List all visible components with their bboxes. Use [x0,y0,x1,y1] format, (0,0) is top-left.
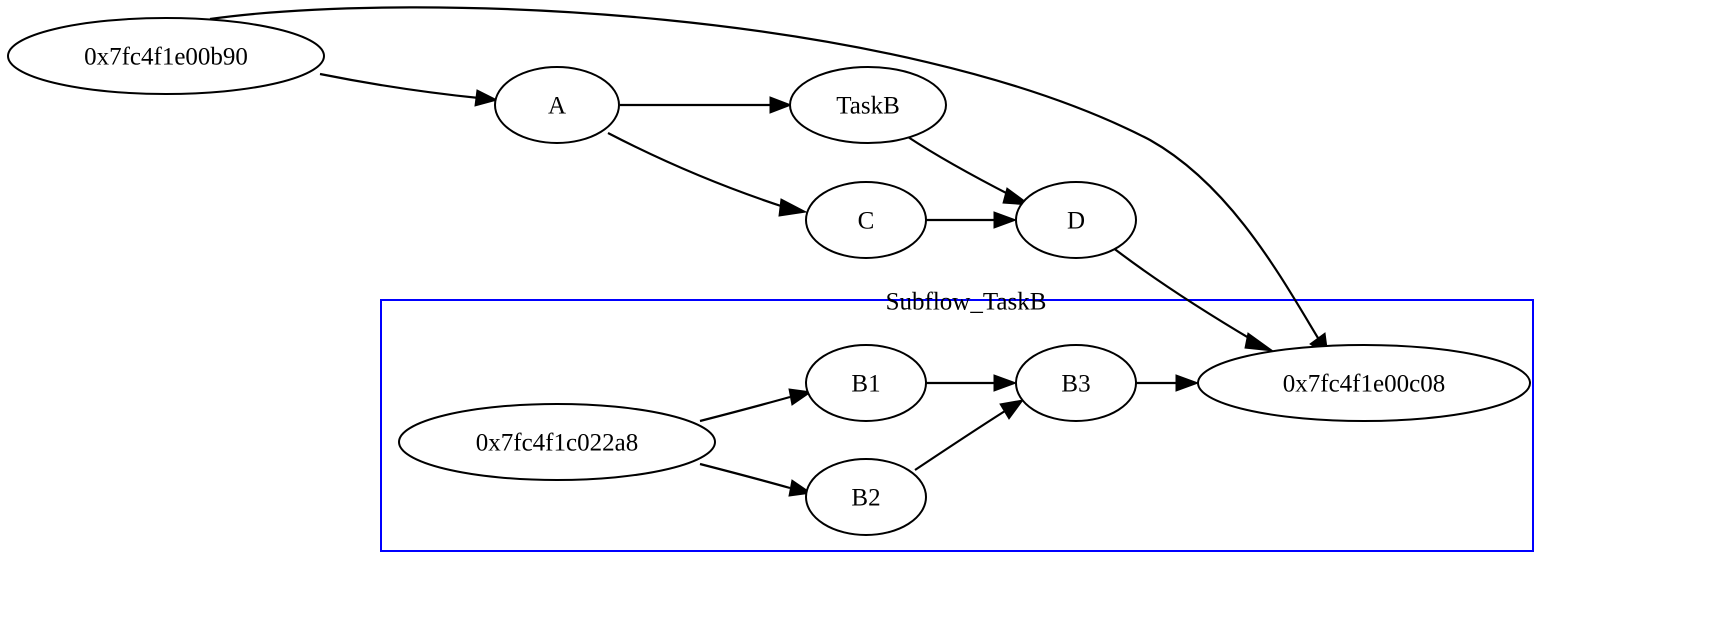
node-label: B3 [1061,371,1090,398]
edge-line [907,136,1013,197]
edge-b3-to-end [1136,374,1200,392]
edge-line [699,462,791,490]
cluster-subflow-taskb: Subflow_TaskB [380,289,1534,552]
node-sub-start[interactable]: 0x7fc4f1c022a8 [398,403,716,481]
edge-taskb-to-d [907,136,1032,206]
cluster-border [380,299,1534,552]
node-start[interactable]: 0x7fc4f1e00b90 [7,17,325,95]
edge-line [914,410,1006,471]
edge-line [1111,246,1255,342]
node-b2[interactable]: B2 [805,458,927,536]
arrowhead [474,89,499,107]
node-label: 0x7fc4f1e00c08 [1283,371,1445,398]
node-shape[interactable] [1015,344,1137,422]
node-shape[interactable] [805,458,927,536]
node-shape[interactable] [805,344,927,422]
edge-start-to-a [319,72,499,107]
arrowhead [769,96,793,114]
node-label: B1 [851,371,880,398]
node-b1[interactable]: B1 [805,344,927,422]
arrowhead [788,388,813,406]
edge-b1-to-b3 [926,374,1018,392]
node-label: C [858,208,875,235]
node-end[interactable]: 0x7fc4f1e00c08 [1197,344,1531,422]
node-label: D [1067,208,1085,235]
node-label: A [548,93,566,120]
cluster-label: Subflow_TaskB [886,289,1047,316]
node-shape[interactable] [805,181,927,259]
edge-substart-to-b1 [699,388,813,423]
arrowhead [1175,374,1200,392]
node-shape[interactable] [494,66,620,144]
node-shape[interactable] [7,17,325,95]
edge-c-to-d [926,211,1018,229]
edge-d-to-end [1111,246,1275,352]
edge-line [209,6,1319,339]
node-label: TaskB [836,93,900,120]
arrowhead [1244,332,1275,352]
node-taskb[interactable]: TaskB [789,66,947,144]
edge-substart-to-b2 [699,462,813,497]
edge-line [699,395,791,423]
node-a[interactable]: A [494,66,620,144]
node-label: B2 [851,485,880,512]
node-b3[interactable]: B3 [1015,344,1137,422]
edge-line [607,132,785,209]
arrowhead [993,211,1018,229]
edge-b2-to-b3 [914,399,1025,471]
arrowhead [993,374,1018,392]
node-d[interactable]: D [1015,181,1137,259]
node-label: 0x7fc4f1c022a8 [476,430,638,457]
node-shape[interactable] [398,403,716,481]
node-c[interactable]: C [805,181,927,259]
edge-a-to-taskb [620,96,793,114]
node-shape[interactable] [1197,344,1531,422]
arrowhead [999,399,1025,420]
arrowhead [778,198,808,217]
node-shape[interactable] [789,66,947,144]
edge-line [319,72,480,100]
edge-start-to-end [209,6,1329,358]
edge-a-to-c [607,132,808,217]
node-label: 0x7fc4f1e00b90 [84,44,248,71]
node-shape[interactable] [1015,181,1137,259]
